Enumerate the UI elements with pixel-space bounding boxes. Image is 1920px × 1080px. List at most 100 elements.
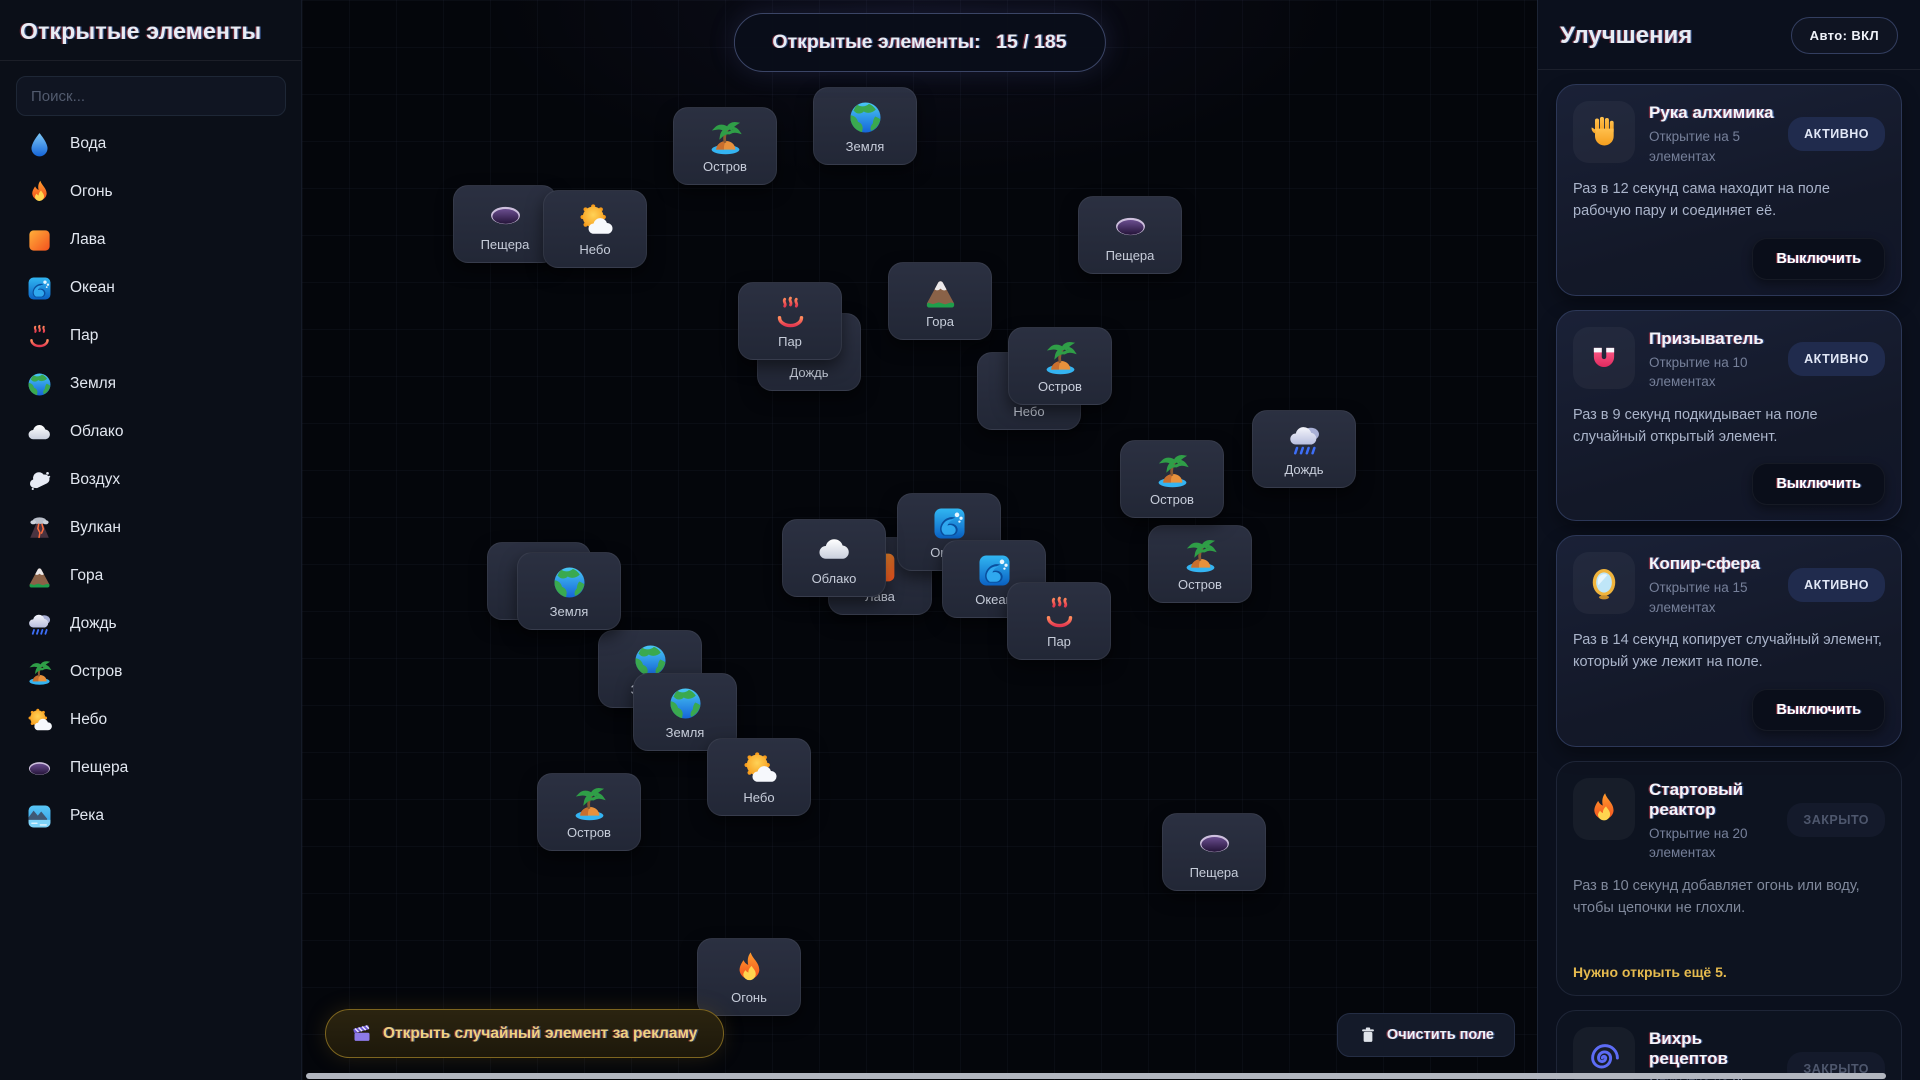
board-card-island[interactable]: Остров: [673, 107, 777, 185]
island-icon: [1154, 452, 1191, 489]
disable-button[interactable]: Выключить: [1752, 463, 1885, 506]
status-badge: ЗАКРЫТО: [1787, 803, 1885, 838]
board-card-rain[interactable]: Дождь: [1252, 410, 1356, 488]
sidebar-item-rain[interactable]: Дождь: [0, 600, 301, 648]
disable-button[interactable]: Выключить: [1752, 688, 1885, 731]
card-label: Пещера: [480, 236, 530, 252]
board-card-steam[interactable]: Пар: [738, 282, 842, 360]
card-label: Дождь: [789, 364, 829, 380]
steam-icon: [1041, 594, 1078, 631]
earth-icon: [551, 564, 588, 601]
cave-icon: [487, 197, 524, 234]
fire-icon: [731, 950, 768, 987]
sidebar-item-lava[interactable]: Лава: [0, 216, 301, 264]
status-badge: АКТИВНО: [1788, 567, 1885, 602]
board-card-sky[interactable]: Небо: [707, 738, 811, 816]
island-icon: [571, 785, 608, 822]
board[interactable]: Открытые элементы: 15 / 185 Открыть случ…: [302, 0, 1537, 1080]
upgrade-requirement: Открытие на 20 элементах: [1649, 825, 1748, 861]
board-card-fire[interactable]: Огонь: [697, 938, 801, 1016]
sidebar-item-air[interactable]: Воздух: [0, 456, 301, 504]
status-badge: АКТИВНО: [1788, 116, 1885, 151]
rain-icon: [26, 611, 53, 638]
card-label: Дождь: [1284, 461, 1324, 477]
sidebar-item-river[interactable]: Река: [0, 792, 301, 840]
upgrade-note: Нужно открыть ещё 5.: [1573, 963, 1727, 980]
sidebar-item-water[interactable]: Вода: [0, 120, 301, 168]
board-card-cave[interactable]: Пещера: [453, 185, 557, 263]
sidebar-item-ocean[interactable]: Океан: [0, 264, 301, 312]
sky-icon: [741, 750, 778, 787]
horizontal-scrollbar[interactable]: [306, 1073, 1886, 1079]
board-card-island[interactable]: Остров: [1120, 440, 1224, 518]
sidebar-item-volcano[interactable]: Вулкан: [0, 504, 301, 552]
card-label: Остров: [1150, 491, 1194, 507]
board-card-island[interactable]: Остров: [537, 773, 641, 851]
card-label: Пещера: [1189, 864, 1239, 880]
air-icon: [26, 467, 53, 494]
sky-icon: [577, 202, 614, 239]
board-card-mountain[interactable]: Гора: [888, 262, 992, 340]
upgrade-title: Призыватель: [1649, 328, 1764, 348]
element-label: Дождь: [70, 615, 117, 632]
board-card-cave[interactable]: Пещера: [1162, 813, 1266, 891]
sidebar-item-cave[interactable]: Пещера: [0, 744, 301, 792]
cloud-icon: [26, 419, 53, 446]
cave-icon: [1196, 825, 1233, 862]
card-label: Небо: [579, 241, 611, 257]
disable-button[interactable]: Выключить: [1752, 237, 1885, 280]
counter-label: Открытые элементы:: [772, 31, 981, 53]
sidebar-item-island[interactable]: Остров: [0, 648, 301, 696]
card-label: Огонь: [731, 989, 767, 1005]
sidebar-item-fire[interactable]: Огонь: [0, 168, 301, 216]
sidebar-item-cloud[interactable]: Облако: [0, 408, 301, 456]
fire-icon: [1573, 777, 1635, 840]
open-random-element-ad-button[interactable]: Открыть случайный элемент за рекламу: [325, 1009, 725, 1058]
upgrade-card: Вихрь рецептовОткрытие на 25 элементахЗА…: [1556, 1009, 1902, 1080]
board-card-steam[interactable]: Пар: [1007, 582, 1111, 660]
card-label: Земля: [665, 724, 705, 740]
board-card-island[interactable]: Остров: [1148, 525, 1252, 603]
board-card-cave[interactable]: Пещера: [1078, 196, 1182, 274]
auto-toggle-button[interactable]: Авто: ВКЛ: [1790, 17, 1898, 54]
board-card-earth[interactable]: Земля: [813, 87, 917, 165]
upgrade-title: Рука алхимика: [1649, 103, 1774, 122]
element-label: Воздух: [70, 471, 121, 488]
element-label: Облако: [70, 423, 124, 440]
upgrade-card-header: Вихрь рецептовОткрытие на 25 элементахЗА…: [1573, 1026, 1885, 1080]
upgrade-title: Стартовый реактор: [1649, 779, 1744, 819]
upgrade-requirement: Открытие на 15 элементах: [1649, 580, 1748, 615]
sidebar-item-mountain[interactable]: Гора: [0, 552, 301, 600]
upgrade-description: Раз в 14 секунд копирует случайный элеме…: [1573, 632, 1882, 671]
earth-icon: [26, 371, 53, 398]
board-card-sky[interactable]: Небо: [543, 190, 647, 268]
clear-board-button[interactable]: Очистить поле: [1336, 1013, 1515, 1057]
hand-icon: [1573, 101, 1635, 163]
element-label: Огонь: [70, 183, 113, 200]
board-card-cloud[interactable]: Облако: [782, 519, 886, 597]
sidebar-item-steam[interactable]: Пар: [0, 312, 301, 360]
search-input[interactable]: [16, 76, 286, 116]
mountain-icon: [26, 563, 53, 590]
steam-icon: [26, 323, 53, 350]
board-card-earth[interactable]: Земля: [517, 552, 621, 630]
sidebar-item-earth[interactable]: Земля: [0, 360, 301, 408]
element-label: Вулкан: [70, 519, 121, 536]
sidebar-item-sky[interactable]: Небо: [0, 696, 301, 744]
card-label: Пар: [1047, 633, 1071, 649]
board-card-island[interactable]: Остров: [1008, 327, 1112, 405]
opened-counter-pill: Открытые элементы: 15 / 185: [733, 13, 1106, 72]
card-label: Остров: [1038, 378, 1082, 394]
card-label: Небо: [743, 789, 775, 805]
fire-icon: [26, 179, 53, 206]
ad-button-label: Открыть случайный элемент за рекламу: [383, 1024, 698, 1042]
upgrades-header: Улучшения Авто: ВКЛ: [1538, 0, 1920, 70]
